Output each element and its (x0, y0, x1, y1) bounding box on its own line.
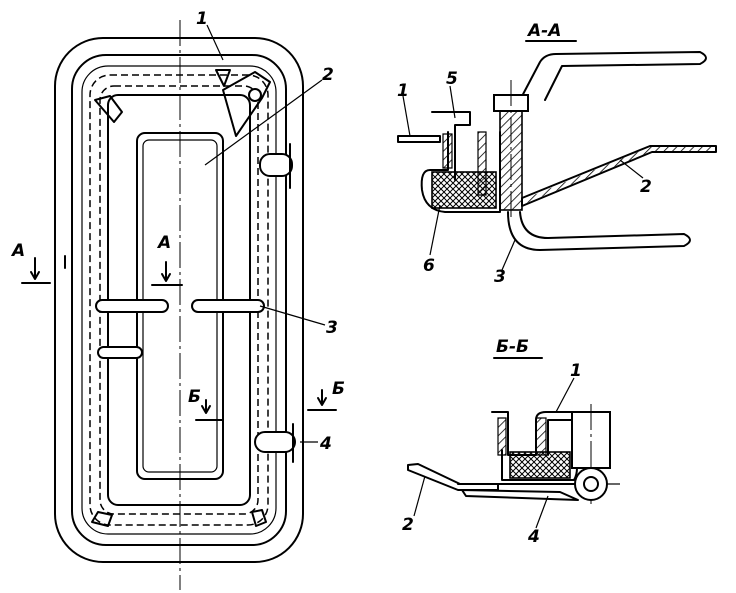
aa-frame-bracket (431, 111, 471, 181)
hinge-lower (254, 431, 296, 453)
leader-aa-1 (402, 95, 411, 137)
aa-door-skin (397, 135, 441, 143)
handle-right-upper (191, 299, 265, 313)
section-b-inner-mark (195, 399, 223, 421)
section-b-right-mark (307, 389, 337, 411)
corner-clamp-bottom-right (251, 509, 267, 527)
label-aa-1: 1 (397, 81, 409, 101)
label-section-b-right: Б (332, 379, 345, 399)
label-section-a-left: А (10, 241, 25, 261)
label-bb-1: 1 (570, 361, 582, 381)
leader-bb-4 (535, 495, 549, 529)
handle-left-lower (97, 346, 143, 359)
bb-frame-hatch (497, 417, 507, 456)
label-aa-6: 6 (423, 256, 435, 276)
section-b-b: Б-Б 1 2 4 (402, 337, 620, 547)
wedge-clamp (222, 71, 271, 137)
label-aa-3: 3 (494, 267, 506, 287)
label-bb-2: 2 (402, 515, 414, 535)
label-section-b-inner: Б (188, 387, 201, 407)
leader-door-3 (259, 305, 326, 326)
bb-frame-hatch-2 (535, 417, 547, 456)
aa-channel-hatch (442, 133, 453, 169)
label-aa-2: 2 (640, 177, 652, 197)
label-door-4: 4 (319, 434, 332, 454)
label-door-3: 3 (326, 318, 338, 338)
hinge-upper (259, 153, 293, 177)
leader-bb-2 (413, 475, 426, 517)
door-outer-frame (54, 37, 304, 563)
leader-aa-6 (429, 204, 441, 256)
aa-handle-upper (519, 51, 707, 101)
aa-rib-hatch (477, 131, 487, 196)
section-a-left-mark (21, 257, 51, 284)
door-leaf-dashed-1 (89, 74, 269, 526)
section-a-a: А-А 1 5 2 6 3 (397, 21, 717, 287)
label-door-2: 2 (322, 65, 334, 85)
corner-clamp-top-left (94, 95, 123, 123)
aa-door-panel (521, 145, 717, 207)
section-a-inner-mark (151, 261, 183, 286)
door-front-view: 1 2 3 4 А А Б Б (10, 9, 345, 590)
aa-handle-lower (507, 211, 691, 251)
door-frame-inner-edge (71, 54, 287, 546)
leader-aa-3 (501, 239, 516, 271)
corner-clamp-bottom-left (91, 511, 113, 527)
label-bb-4: 4 (527, 527, 540, 547)
door-leaf-outline (81, 65, 277, 535)
bb-hinge-pin-inner (583, 476, 599, 492)
leader-bb-1 (555, 377, 575, 413)
bb-seal-rubber (509, 451, 571, 479)
aa-seal-channel (420, 131, 501, 213)
wedge-clamp-pivot (248, 88, 262, 102)
label-aa-title: А-А (526, 21, 561, 41)
top-wedge (215, 69, 231, 87)
bb-door-panel (407, 463, 499, 491)
label-door-1: 1 (196, 9, 208, 29)
leader-aa-5 (449, 85, 456, 119)
leader-door-2 (204, 79, 323, 166)
leader-aa-2 (619, 159, 644, 179)
handle-left-upper (95, 299, 169, 313)
leader-door-1 (206, 24, 224, 61)
label-bb-title: Б-Б (496, 337, 529, 357)
aa-door-panel-hatch (524, 147, 714, 204)
label-aa-5: 5 (446, 69, 458, 89)
label-section-a-inner: А (156, 233, 171, 253)
bb-hinge-arm (461, 489, 579, 501)
